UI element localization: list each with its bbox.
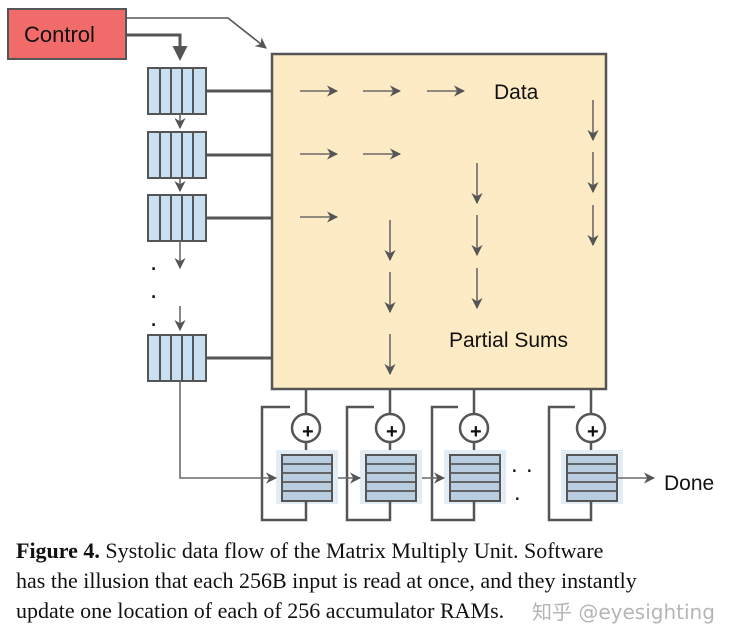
data-flow-arrows [300,85,466,223]
fifo-ellipsis-dot: . [150,302,157,332]
adder-plus-sign: + [302,421,314,443]
caption-line-3: update one location of each of 256 accum… [16,598,505,623]
adder-plus-sign: + [470,421,482,443]
done-label: Done [664,472,714,495]
input-fifo-column: . . . [147,67,272,382]
fifo-to-array-wires [206,89,272,360]
adder-plus-sign: + [386,421,398,443]
accumulator-control-chain [179,381,656,484]
accumulator-unit: + [547,389,623,522]
accumulator-ellipsis-dot: . [514,479,521,506]
figure-caption: Figure 4. Systolic data flow of the Matr… [16,536,728,626]
watermark: 知乎 @eyesighting [532,600,715,624]
accumulator-ellipsis-dot: . [526,451,533,478]
control-to-fifo-wire [126,33,188,61]
accumulator-ram [365,454,417,502]
matrix-array: Data Partial Sums [270,52,608,391]
accumulator-unit: + [260,389,338,522]
fifo-ellipsis-dot: . [150,246,157,276]
input-fifo [147,194,207,242]
control-block: Control [7,8,127,60]
control-wiring [126,17,267,61]
control-label: Control [24,22,95,47]
caption-line-1: Figure 4. Systolic data flow of the Matr… [16,536,728,566]
accumulator-unit: + [430,389,506,522]
input-fifo [147,67,207,115]
systolic-dataflow-diagram: Control . . [7,8,714,522]
input-fifo [147,334,207,382]
accumulator-ellipsis-dot: . [511,451,518,478]
input-fifo [147,131,207,179]
accumulator-ram [449,454,501,502]
accumulator-ram [566,454,618,502]
caption-figure-label: Figure 4. [16,538,100,563]
adder-plus-sign: + [587,421,599,443]
accumulator-ram [281,454,333,502]
fifo-ellipsis-dot: . [150,274,157,304]
caption-text-1: Systolic data flow of the Matrix Multipl… [99,538,604,563]
accumulator-row: + + + [179,381,714,522]
control-box [7,8,127,60]
accumulator-unit: + [345,389,422,522]
control-to-array-wire [126,17,267,49]
partial-sum-arrows [384,100,599,376]
partial-sums-label: Partial Sums [449,329,568,352]
data-label: Data [494,81,539,104]
caption-line-2: has the illusion that each 256B input is… [16,568,637,593]
